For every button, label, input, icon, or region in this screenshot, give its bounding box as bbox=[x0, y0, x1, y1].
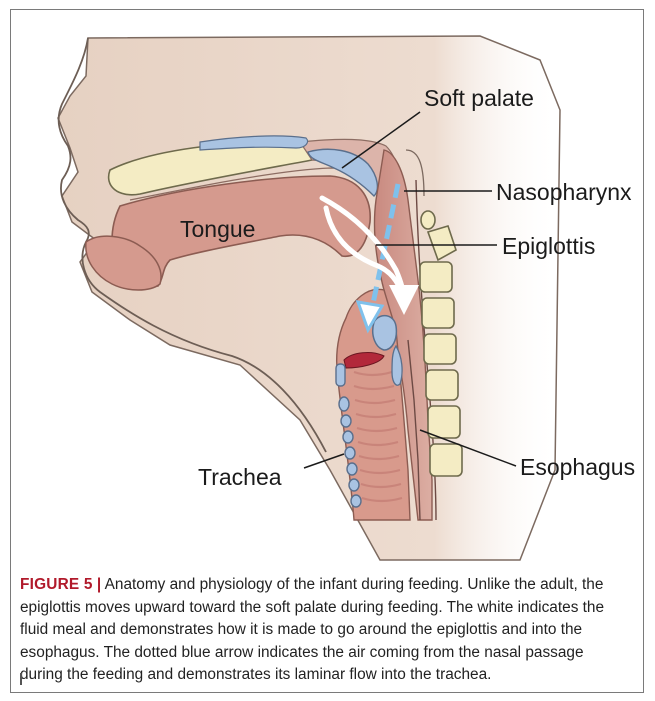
label-nasopharynx: Nasopharynx bbox=[496, 179, 632, 205]
caption-text: Anatomy and physiology of the infant dur… bbox=[20, 576, 604, 683]
label-soft-palate: Soft palate bbox=[424, 85, 534, 111]
caption-end-rule bbox=[20, 673, 22, 685]
anatomy-diagram: Soft palate Nasopharynx Tongue Epiglotti… bbox=[0, 0, 655, 570]
label-esophagus: Esophagus bbox=[520, 454, 635, 480]
head-silhouette bbox=[58, 36, 560, 560]
label-epiglottis: Epiglottis bbox=[502, 233, 595, 259]
caption-figure-label: FIGURE 5 bbox=[20, 576, 93, 593]
label-trachea: Trachea bbox=[198, 464, 282, 490]
epiglottis-shape bbox=[373, 316, 397, 350]
label-tongue: Tongue bbox=[180, 216, 255, 242]
figure-caption: FIGURE 5 | Anatomy and physiology of the… bbox=[20, 574, 620, 687]
